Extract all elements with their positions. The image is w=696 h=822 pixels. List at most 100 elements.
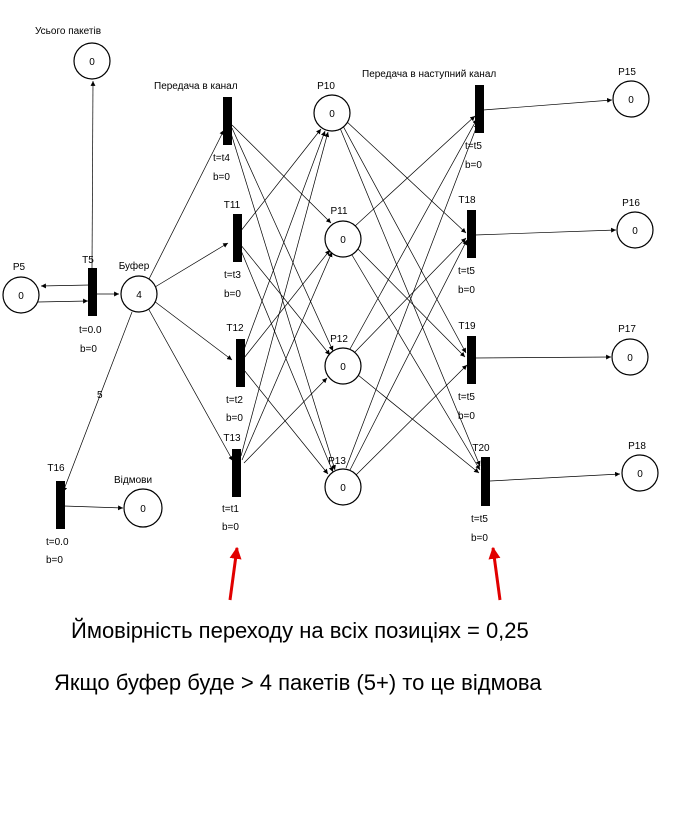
place-label: P5 — [13, 262, 26, 273]
transition-time: t=t2 — [226, 395, 243, 406]
place-label: P18 — [628, 441, 646, 452]
arc-p12-t20 — [357, 374, 480, 474]
arc-t11-p12 — [239, 243, 331, 356]
place-p15[interactable]: 0 P15 — [612, 67, 650, 118]
arc-tsend-p12 — [231, 127, 334, 352]
arc-t12-p13 — [243, 369, 329, 475]
transition-priority: b=0 — [46, 555, 63, 566]
place-tokens: 0 — [637, 469, 643, 480]
arc-t18-p16 — [474, 227, 617, 236]
transition-send-to-channel[interactable]: Передача в канал t=t4 b=0 — [154, 81, 238, 183]
place-label: P13 — [328, 456, 346, 467]
place-p10[interactable]: 0 P10 — [313, 81, 351, 132]
transition-label: T18 — [458, 195, 476, 206]
arc-t12-p10 — [241, 130, 326, 356]
arc-t13-p12 — [243, 377, 328, 464]
arc-p12-t18 — [354, 237, 467, 353]
transition-label: T5 — [82, 255, 94, 266]
place-refusals[interactable]: 0 Відмови — [114, 475, 163, 528]
transition-time: t=t5 — [471, 514, 488, 525]
arc-t19-p17 — [474, 354, 612, 360]
place-label: Усього пакетів — [35, 26, 101, 37]
transition-t12[interactable]: T12 t=t2 b=0 — [226, 323, 245, 424]
place-p18[interactable]: 0 P18 — [621, 441, 659, 492]
transition-label: T11 — [224, 200, 241, 211]
transition-send-to-next-channel[interactable]: Передача в наступний канал t=t5 b=0 — [362, 69, 496, 171]
arc-p5-t5 — [37, 298, 89, 304]
place-buffer[interactable]: 4 Буфер — [119, 260, 158, 313]
annotation-arrow-right — [488, 546, 502, 601]
arc-buffer-tsend — [147, 129, 225, 282]
arc-p10-t18 — [344, 119, 467, 234]
place-tokens: 0 — [340, 362, 346, 373]
note-transition-probability: Ймовірність переходу на всіх позиціях = … — [71, 618, 529, 643]
place-label: Буфер — [119, 260, 150, 272]
transition-t5[interactable]: T5 t=0.0 b=0 — [79, 255, 102, 355]
arc-p10-t19 — [342, 125, 467, 354]
arc-p13-tnext — [345, 122, 479, 469]
arc-buffer-t11 — [154, 242, 229, 288]
arc-p11-t19 — [356, 247, 466, 358]
place-total-packets[interactable]: 0 Усього пакетів — [35, 26, 111, 80]
arc-buffer-t13 — [147, 307, 234, 462]
transition-t18[interactable]: T18 t=t5 b=0 — [458, 195, 476, 296]
place-label: P12 — [330, 334, 348, 345]
annotation-arrow-left — [228, 546, 242, 601]
place-tokens: 0 — [89, 57, 95, 68]
transition-t13[interactable]: T13 t=t1 b=0 — [222, 433, 241, 533]
transition-label: Передача в наступний канал — [362, 69, 496, 80]
place-p13[interactable]: 0 P13 — [324, 456, 362, 506]
place-label: P17 — [618, 324, 636, 335]
place-p11[interactable]: 0 P11 — [324, 206, 362, 258]
arc-buffer-t12 — [153, 300, 233, 361]
transition-priority: b=0 — [226, 413, 243, 424]
transition-t20[interactable]: T20 t=t5 b=0 — [471, 443, 490, 544]
arc-t20-p18 — [489, 471, 621, 482]
note-buffer-refusal: Якщо буфер буде > 4 пакетів (5+) то це в… — [54, 670, 542, 695]
place-tokens: 0 — [329, 109, 335, 120]
place-tokens: 4 — [136, 290, 142, 301]
arc-t5-p5 — [40, 283, 91, 289]
place-label: P16 — [622, 198, 640, 209]
transition-priority: b=0 — [80, 344, 97, 355]
transition-time: t=t3 — [224, 270, 241, 281]
place-tokens: 0 — [632, 226, 638, 237]
place-label: P11 — [330, 206, 347, 217]
transition-t19[interactable]: T19 t=t5 b=0 — [458, 321, 476, 422]
arc-p12-tnext — [349, 118, 478, 350]
place-tokens: 0 — [628, 95, 634, 106]
transition-label: T12 — [226, 323, 244, 334]
transition-time: t=0.0 — [46, 537, 69, 548]
arc-t13-p11 — [241, 251, 333, 461]
arc-buffer-t16 — [62, 311, 133, 493]
arc-p10-t20 — [339, 127, 481, 467]
place-tokens: 0 — [627, 353, 633, 364]
place-label: P15 — [618, 67, 636, 78]
place-label: Відмови — [114, 475, 152, 486]
transition-priority: b=0 — [222, 522, 239, 533]
transition-time: t=t5 — [465, 141, 482, 152]
arcs — [37, 80, 621, 511]
arc-t5-total — [90, 80, 96, 269]
arc-p11-tnext — [353, 115, 476, 228]
transition-time: t=t5 — [458, 392, 475, 403]
transition-label: T20 — [472, 443, 490, 454]
transition-priority: b=0 — [458, 411, 475, 422]
transition-t16[interactable]: T16 t=0.0 b=0 — [46, 463, 69, 566]
place-p12[interactable]: 0 P12 — [324, 334, 362, 385]
transition-priority: b=0 — [458, 285, 475, 296]
transition-label: T13 — [223, 433, 241, 444]
transition-time: t=t5 — [458, 266, 475, 277]
arc-tsend-p13 — [229, 129, 336, 471]
arc-t13-p10 — [240, 131, 330, 457]
arc-t11-p13 — [239, 247, 334, 473]
arc-t12-p11 — [243, 249, 331, 359]
transition-t11[interactable]: T11 t=t3 b=0 — [224, 200, 242, 300]
place-p16[interactable]: 0 P16 — [616, 198, 654, 249]
transition-priority: b=0 — [471, 533, 488, 544]
place-p17[interactable]: 0 P17 — [611, 324, 649, 376]
arc-weight-label: 5 — [97, 390, 103, 401]
place-p5[interactable]: 0 P5 — [2, 262, 40, 314]
arc-p13-t18 — [349, 239, 468, 471]
